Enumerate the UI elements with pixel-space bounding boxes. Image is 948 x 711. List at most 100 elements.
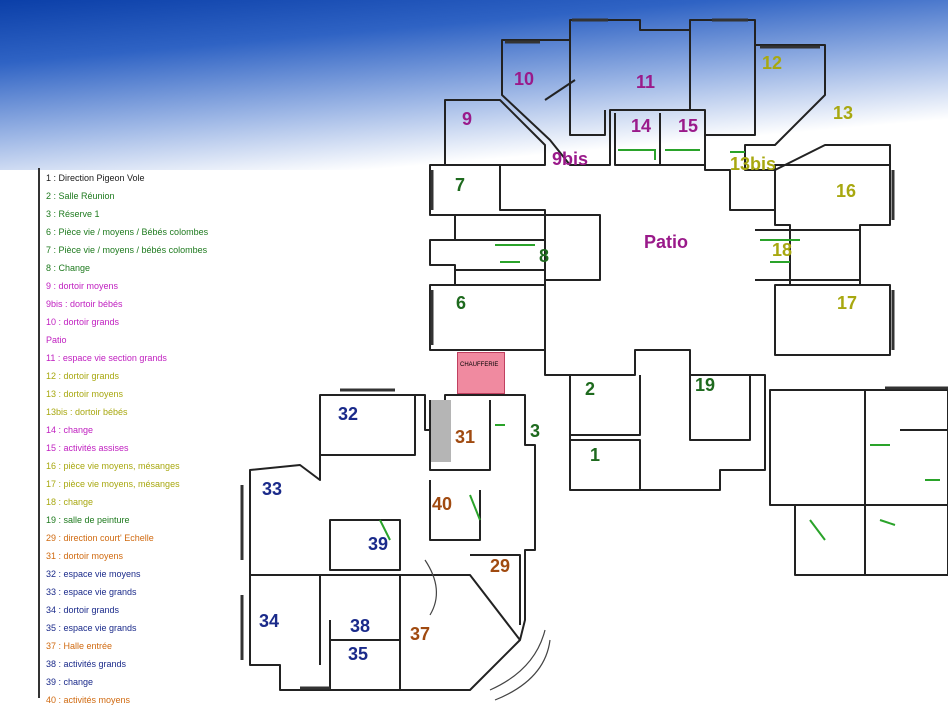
fixtures-room-14-15 [618,149,700,160]
legend-item: 13bis : dortoir bébés [46,407,128,417]
legend-item: 29 : direction court' Echelle [46,533,154,543]
legend-item: 14 : change [46,425,94,435]
legend-item: 9 : dortoir moyens [46,281,119,291]
room-label-40: 40 [432,494,453,514]
legend-item: 17 : pièce vie moyens, mésanges [46,479,180,489]
wall-room-1 [570,439,641,490]
room-label-10: 10 [514,69,535,89]
room-label-2: 2 [585,379,596,399]
wall-room-31 [429,400,491,471]
wall-room-35 [329,620,401,690]
room-label-38: 38 [350,616,371,636]
legend-item: 16 : pièce vie moyens, mésanges [46,461,180,471]
wall-center [544,349,766,491]
legend-item: 18 : change [46,497,94,507]
room-label-8: 8 [539,246,550,266]
room-label-17: 17 [837,293,858,313]
legend-item: 40 : activités moyens [46,695,131,705]
room-label-16: 16 [836,181,857,201]
room-label-13bis: 13bis [730,154,777,174]
room-label-9bis: 9bis [552,149,589,169]
legend-item: 12 : dortoir grands [46,371,120,381]
wall-outbuilding-inner [795,390,948,575]
legend-item: 37 : Halle entrée [46,641,113,651]
entrance-arc-1 [489,629,546,691]
room-label-patio: Patio [644,232,689,252]
room-label-29: 29 [490,556,511,576]
legend-item: 38 : activités grands [46,659,127,669]
wall-bottom-left-wing [249,394,536,691]
legend-item: 19 : salle de peinture [46,515,130,525]
wall-right-outbuilding [769,389,948,576]
legend-item: 2 : Salle Réunion [46,191,115,201]
room-label-34: 34 [259,611,280,631]
legend-item: 1 : Direction Pigeon Vole [46,173,145,183]
legend-item: 13 : dortoir moyens [46,389,124,399]
legend-item: 6 : Pièce vie / moyens / Bébés colombes [46,227,209,237]
legend-item: 8 : Change [46,263,91,273]
wall-room-29 [470,554,521,625]
legend-item: 35 : espace vie grands [46,623,137,633]
wall-room-7 [430,164,545,216]
legend-bar [38,168,40,698]
legend-item: 11 : espace vie section grands [46,353,167,363]
room-label-1: 1 [590,445,601,465]
room-label-31: 31 [455,427,476,447]
wall-right-wing [774,164,891,356]
legend-item: 39 : change [46,677,94,687]
room-label-7: 7 [455,175,466,195]
wall-room-32 [319,395,416,456]
window-bars-top [505,18,820,49]
chaufferie-room: CHAUFFERIE [457,352,505,394]
room-label-35: 35 [348,644,369,664]
fixtures-room-18 [760,239,800,263]
wall-room-39 [329,519,401,571]
wall-room-18 [755,229,861,281]
legend-item: 9bis : dortoir bébés [46,299,123,309]
room-label-37: 37 [410,624,431,644]
room-label-3: 3 [530,421,541,441]
room-label-11: 11 [636,72,656,92]
legend-item: 31 : dortoir moyens [46,551,124,561]
entrance-arc-3 [424,559,437,616]
wall-room-14-15 [614,113,706,166]
room-label-13: 13 [833,103,854,123]
fixtures-outbuilding [809,444,940,541]
wall-room-16 [774,144,891,171]
fixtures-room-31-40 [379,424,505,541]
chaufferie-label: CHAUFFERIE [460,362,499,368]
wall-room-8 [455,239,546,271]
legend-item: Patio [46,335,67,345]
room-label-19: 19 [695,375,716,395]
wall-room-10 [501,40,576,101]
room-label-15: 15 [678,116,699,136]
room-label-33: 33 [262,479,283,499]
legend-item: 15 : activités assises [46,443,129,453]
legend-item: 10 : dortoir grands [46,317,120,327]
room-label-9: 9 [462,109,473,129]
legend-item: 3 : Réserve 1 [46,209,100,219]
wall-room-19 [689,375,751,441]
wall-room-11 [569,30,756,136]
room-label-32: 32 [338,404,359,424]
legend-item: 7 : Pièce vie / moyens / bébés colombes [46,245,208,255]
room-label-14: 14 [631,116,652,136]
entrance-arc-2 [494,639,551,701]
wall-left-wing [429,99,546,351]
room-label-6: 6 [456,293,467,313]
wall-room-40 [429,480,481,541]
legend-item: 33 : espace vie grands [46,587,137,597]
legend-item: 34 : dortoir grands [46,605,120,615]
room-label-18: 18 [772,240,793,260]
wall-room-37 [400,574,521,641]
fixtures-room-8 [495,244,535,263]
window-bars-bottom [240,386,948,690]
legend-item: 32 : espace vie moyens [46,569,141,579]
grey-corridor [431,400,451,462]
wall-room-2 [569,375,641,436]
room-label-39: 39 [368,534,389,554]
room-label-12: 12 [762,53,783,73]
wall-patio-left [545,214,601,281]
header-gradient [0,0,948,170]
